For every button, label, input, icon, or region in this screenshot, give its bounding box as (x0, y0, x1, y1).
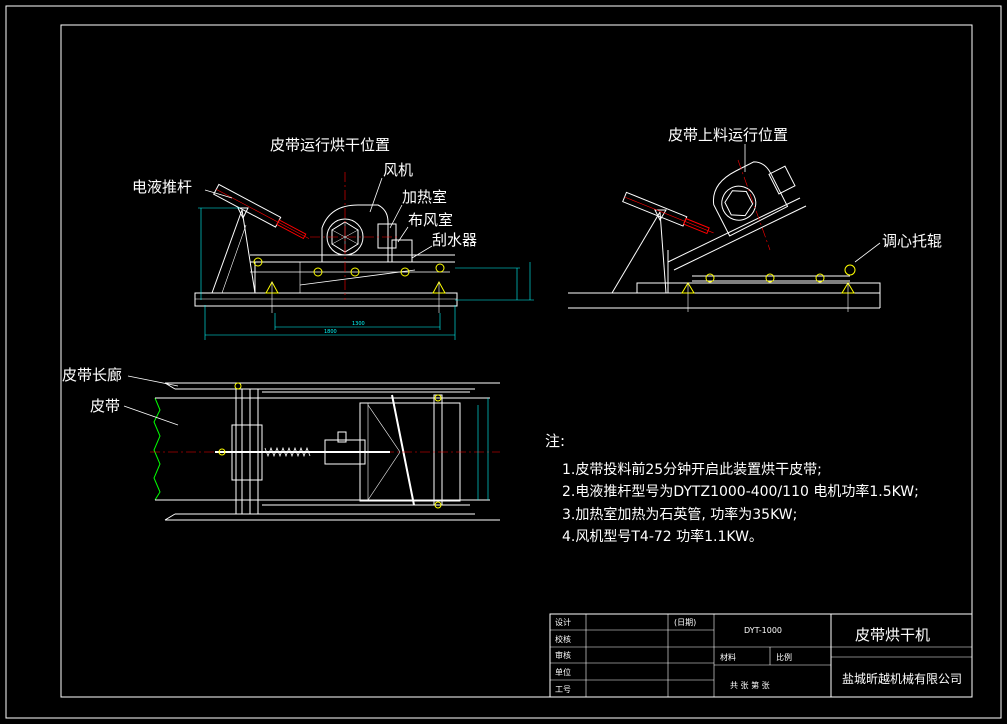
heating-chamber (391, 239, 413, 263)
view-loading-position (568, 144, 881, 312)
tb-row-label: 设计 (555, 617, 571, 627)
pusher-cylinder-2 (622, 191, 714, 235)
title-block: 设计 校核 审核 单位 工号 (日期) DYT-1000 材料 比例 共 张 第… (549, 613, 973, 698)
pivot-support (237, 207, 249, 220)
label-fan: 风机 (383, 161, 413, 179)
tb-row-label: 工号 (555, 685, 571, 694)
view-drying-position: 1800 1300 (194, 172, 534, 340)
tb-sheets: 共 张 第 张 (730, 680, 770, 690)
note-item: 1.皮带投料前25分钟开启此装置烘干皮带; (562, 461, 822, 478)
note-item: 3.加热室加热为石英管, 功率为35KW; (562, 506, 797, 523)
pusher-cylinder (213, 183, 310, 240)
spring (264, 446, 311, 458)
tb-row-label: 校核 (555, 634, 571, 644)
fan-housing (321, 204, 389, 263)
tb-model: DYT-1000 (744, 626, 782, 635)
drawing-frame (60, 24, 973, 698)
view2-title: 皮带上料运行位置 (668, 126, 788, 144)
base-frame-2 (636, 282, 881, 294)
dim-overall: 1800 (324, 329, 337, 335)
tb-row-label: 审核 (555, 650, 571, 660)
label-idler: 调心托辊 (882, 232, 942, 250)
notes-heading: 注: (545, 432, 565, 450)
label-air-chamber: 布风室 (408, 211, 453, 229)
view-plan (123, 375, 500, 521)
label-corridor: 皮带长廊 (62, 366, 122, 384)
notes-block: 注: 1.皮带投料前25分钟开启此装置烘干皮带; 2.电液推杆型号为DYTZ10… (545, 432, 919, 545)
tb-material: 材料 (720, 652, 736, 662)
label-scraper: 刮水器 (432, 231, 477, 249)
tb-drawing-name: 皮带烘干机 (855, 626, 930, 644)
dim-inner: 1300 (352, 321, 365, 327)
view1-title: 皮带运行烘干位置 (270, 136, 390, 154)
note-item: 4.风机型号T4-72 功率1.1KW。 (562, 528, 763, 545)
fan-motor (326, 218, 364, 256)
note-item: 2.电液推杆型号为DYTZ1000-400/110 电机功率1.5KW; (562, 483, 919, 500)
label-heater: 加热室 (402, 188, 447, 206)
outer-border (5, 5, 1002, 719)
base-frame (194, 292, 458, 307)
tb-date: (日期) (674, 618, 696, 627)
belt-break-line (153, 397, 161, 501)
tb-row-label: 单位 (555, 667, 571, 677)
tb-company: 盐城昕越机械有限公司 (842, 671, 962, 686)
fan-housing-2 (712, 161, 796, 237)
label-belt: 皮带 (90, 397, 120, 415)
tb-scale: 比例 (776, 652, 792, 662)
label-pusher: 电液推杆 (132, 178, 192, 196)
